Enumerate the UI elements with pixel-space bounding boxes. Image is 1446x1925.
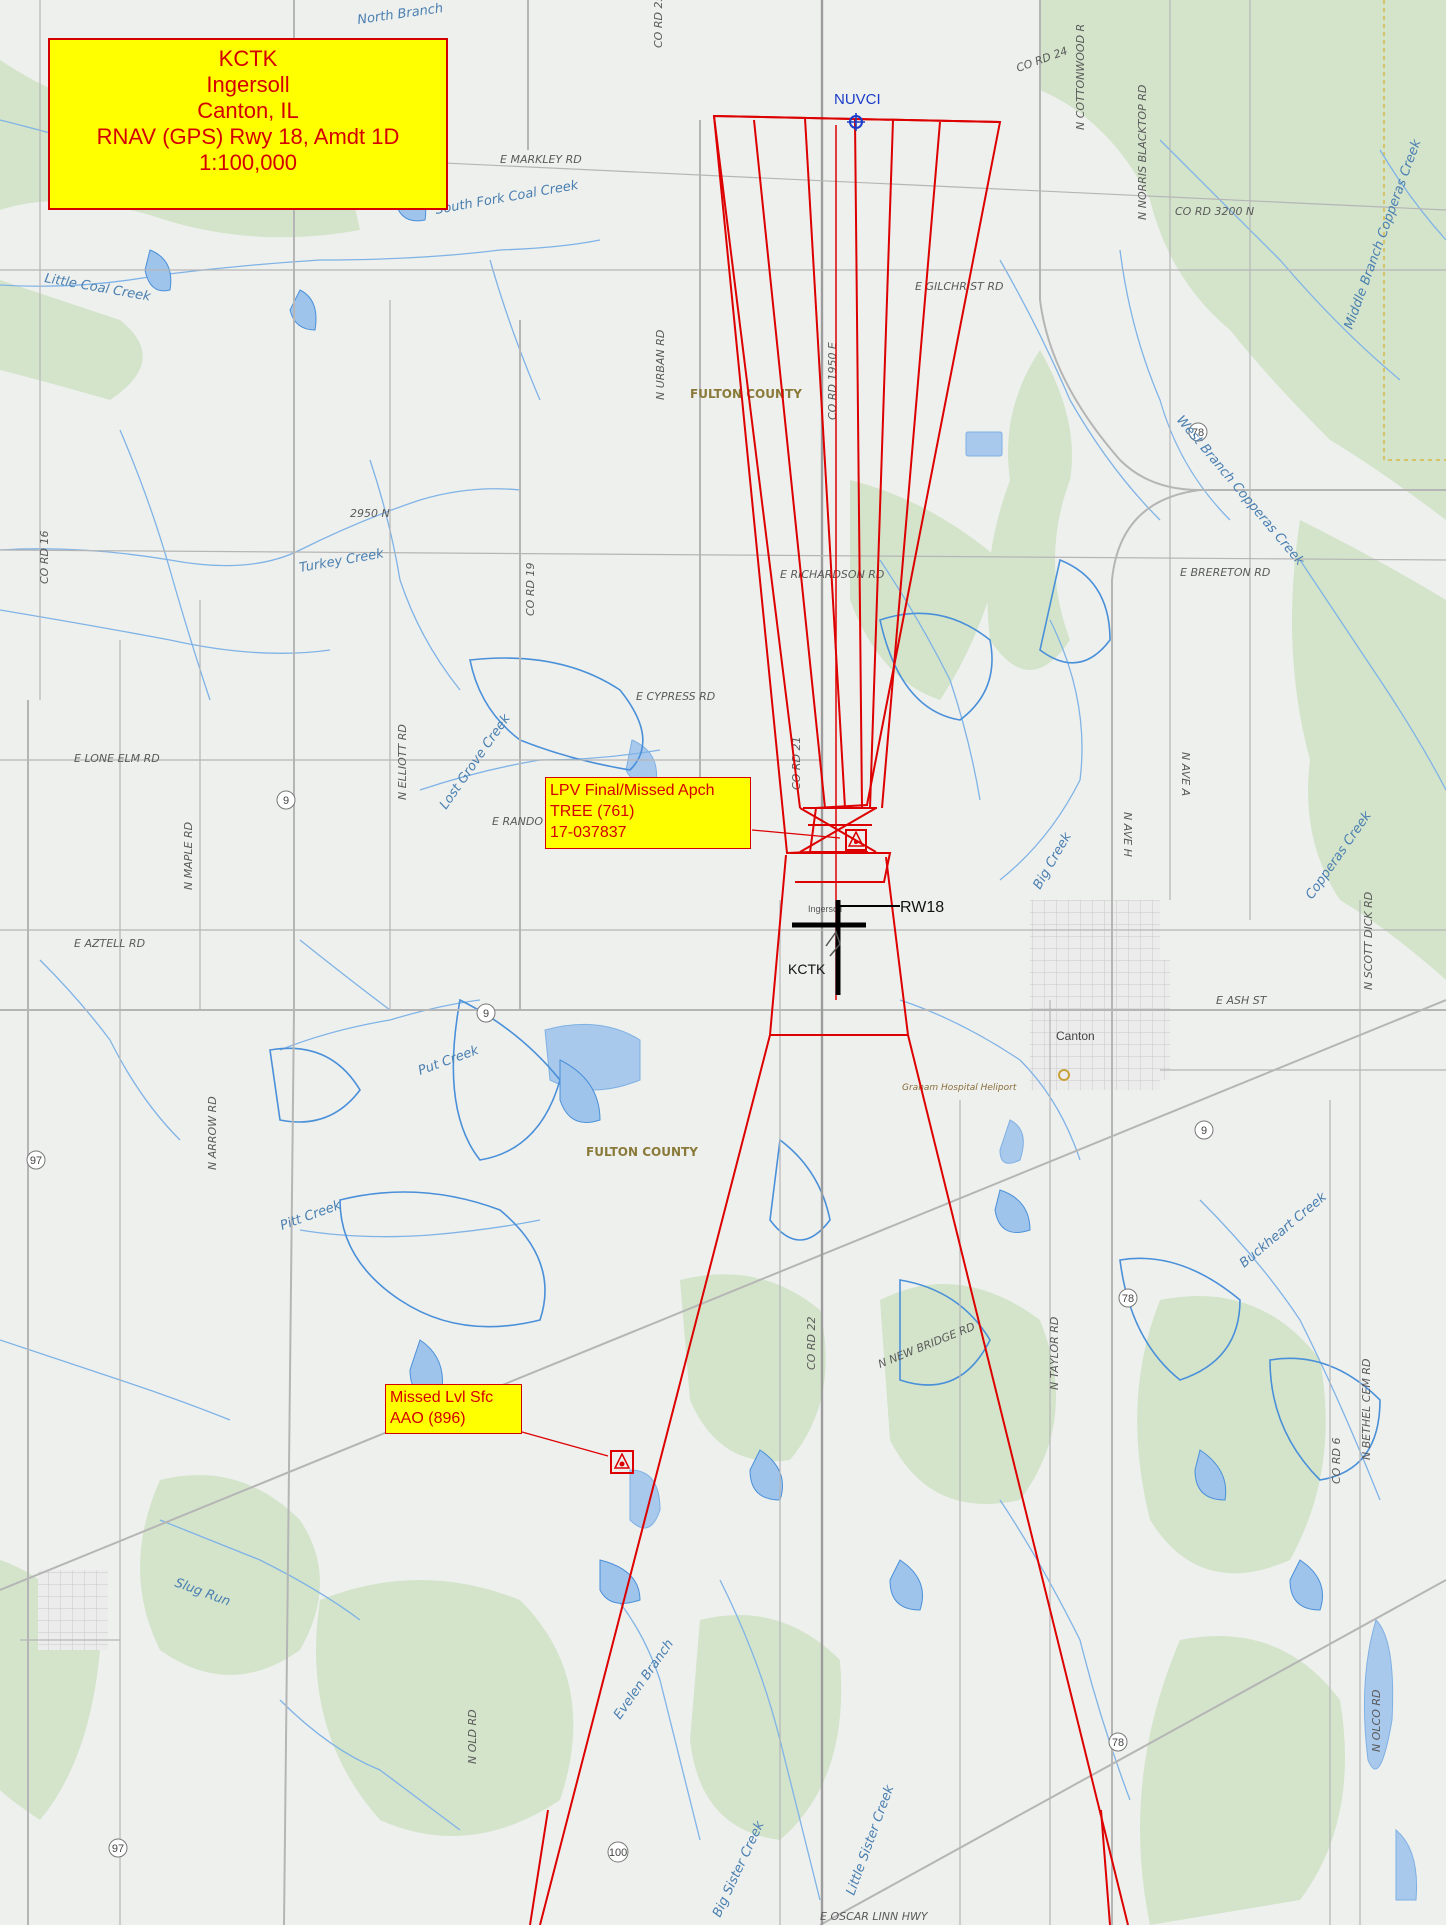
svg-text:E BRERETON RD: E BRERETON RD — [1180, 566, 1270, 579]
svg-text:E ASH ST: E ASH ST — [1216, 994, 1268, 1007]
svg-text:N TAYLOR RD: N TAYLOR RD — [1048, 1317, 1061, 1390]
airport-id: KCTK — [218, 46, 278, 71]
svg-text:N BETHEL CEM RD: N BETHEL CEM RD — [1360, 1358, 1373, 1460]
svg-text:N SCOTT DICK RD: N SCOTT DICK RD — [1362, 892, 1375, 990]
airport-icon[interactable] — [792, 900, 900, 995]
svg-text:CO RD 1950 E: CO RD 1950 E — [826, 342, 839, 420]
svg-text:CO RD 19: CO RD 19 — [524, 563, 537, 616]
svg-text:N OLCO RD: N OLCO RD — [1370, 1690, 1383, 1752]
svg-text:CO RD 25: CO RD 25 — [652, 0, 665, 48]
callout-leader-tree — [751, 829, 841, 839]
svg-text:E AZTELL RD: E AZTELL RD — [74, 937, 145, 950]
svg-text:97: 97 — [30, 1155, 42, 1167]
svg-text:N ELLIOTT RD: N ELLIOTT RD — [396, 724, 409, 800]
chart-title-box: KCTK Ingersoll Canton, IL RNAV (GPS) Rwy… — [48, 38, 448, 210]
callout-leader-aao — [521, 1431, 609, 1457]
county-boundary — [1383, 0, 1446, 461]
svg-text:N MAPLE RD: N MAPLE RD — [182, 822, 195, 890]
svg-text:78: 78 — [1122, 1293, 1134, 1305]
svg-text:E CYPRESS RD: E CYPRESS RD — [636, 690, 715, 703]
svg-text:CO RD 16: CO RD 16 — [38, 531, 51, 584]
svg-text:N COTTONWOOD R: N COTTONWOOD R — [1074, 24, 1087, 130]
svg-text:Ingersoll: Ingersoll — [808, 904, 842, 914]
svg-text:N ARROW RD: N ARROW RD — [206, 1096, 219, 1170]
callout-tree[interactable]: LPV Final/Missed Apch TREE (761) 17-0378… — [545, 777, 751, 849]
svg-text:N OLD RD: N OLD RD — [466, 1709, 479, 1764]
svg-text:N NORRIS BLACKTOP RD: N NORRIS BLACKTOP RD — [1136, 85, 1149, 220]
approach-surfaces — [529, 114, 1129, 1925]
callout-aao-line2: AAO (896) — [390, 1410, 466, 1427]
place-labels: Canton Ingersoll Graham Hospital Helipor… — [808, 904, 1095, 1093]
svg-text:E RANDO: E RANDO — [492, 815, 543, 828]
svg-text:FULTON COUNTY: FULTON COUNTY — [586, 1145, 698, 1159]
procedure: RNAV (GPS) Rwy 18, Amdt 1D — [96, 124, 400, 149]
callout-tree-line1: LPV Final/Missed Apch — [550, 782, 715, 799]
svg-text:E LONE ELM RD: E LONE ELM RD — [74, 752, 160, 765]
callout-aao[interactable]: Missed Lvl Sfc AAO (896) — [385, 1384, 522, 1434]
airport-name: Ingersoll — [206, 72, 290, 97]
heliport-icon — [1058, 1069, 1070, 1081]
county-labels: FULTON COUNTY FULTON COUNTY — [586, 387, 802, 1159]
city: Canton, IL — [197, 98, 299, 123]
svg-text:E GILCHRIST RD: E GILCHRIST RD — [915, 280, 1004, 293]
callout-tree-line3: 17-037837 — [550, 824, 627, 841]
airport-label: KCTK — [788, 961, 826, 977]
svg-text:78: 78 — [1192, 427, 1204, 439]
svg-text:Graham Hospital Heliport: Graham Hospital Heliport — [902, 1083, 1017, 1093]
svg-text:78: 78 — [1112, 1737, 1124, 1749]
fix-label: NUVCI — [834, 91, 881, 108]
svg-text:E MARKLEY RD: E MARKLEY RD — [500, 153, 582, 166]
water-bodies — [544, 431, 1418, 1901]
svg-text:Canton: Canton — [1056, 1029, 1095, 1043]
svg-text:9: 9 — [483, 1008, 489, 1020]
svg-text:N AVE H: N AVE H — [1121, 812, 1134, 857]
svg-text:N AVE A: N AVE A — [1179, 752, 1192, 796]
runway-label: RW18 — [900, 899, 944, 916]
obstacle-tree-icon[interactable] — [845, 829, 867, 851]
scale: 1:100,000 — [199, 150, 297, 175]
obstacle-aao-icon[interactable] — [610, 1450, 634, 1474]
svg-text:9: 9 — [1201, 1125, 1207, 1137]
svg-text:N URBAN RD: N URBAN RD — [654, 330, 667, 400]
svg-text:97: 97 — [112, 1843, 124, 1855]
callout-tree-line2: TREE (761) — [550, 803, 635, 820]
svg-text:CO RD 22: CO RD 22 — [805, 1317, 818, 1370]
svg-text:FULTON COUNTY: FULTON COUNTY — [690, 387, 802, 401]
svg-text:2950 N: 2950 N — [350, 507, 390, 520]
callout-aao-line1: Missed Lvl Sfc — [390, 1389, 494, 1406]
svg-text:CO RD 3200 N: CO RD 3200 N — [1175, 205, 1254, 218]
nuvci-bar — [713, 115, 1001, 123]
svg-text:E OSCAR LINN HWY: E OSCAR LINN HWY — [820, 1910, 929, 1923]
svg-text:CO RD 6: CO RD 6 — [1330, 1438, 1343, 1484]
highway-shields: 78 9 9 9 78 78 97 97 100 — [26, 422, 1214, 1863]
svg-text:100: 100 — [609, 1847, 627, 1859]
fix-waypoint-icon[interactable] — [847, 113, 865, 131]
svg-text:9: 9 — [283, 795, 289, 807]
